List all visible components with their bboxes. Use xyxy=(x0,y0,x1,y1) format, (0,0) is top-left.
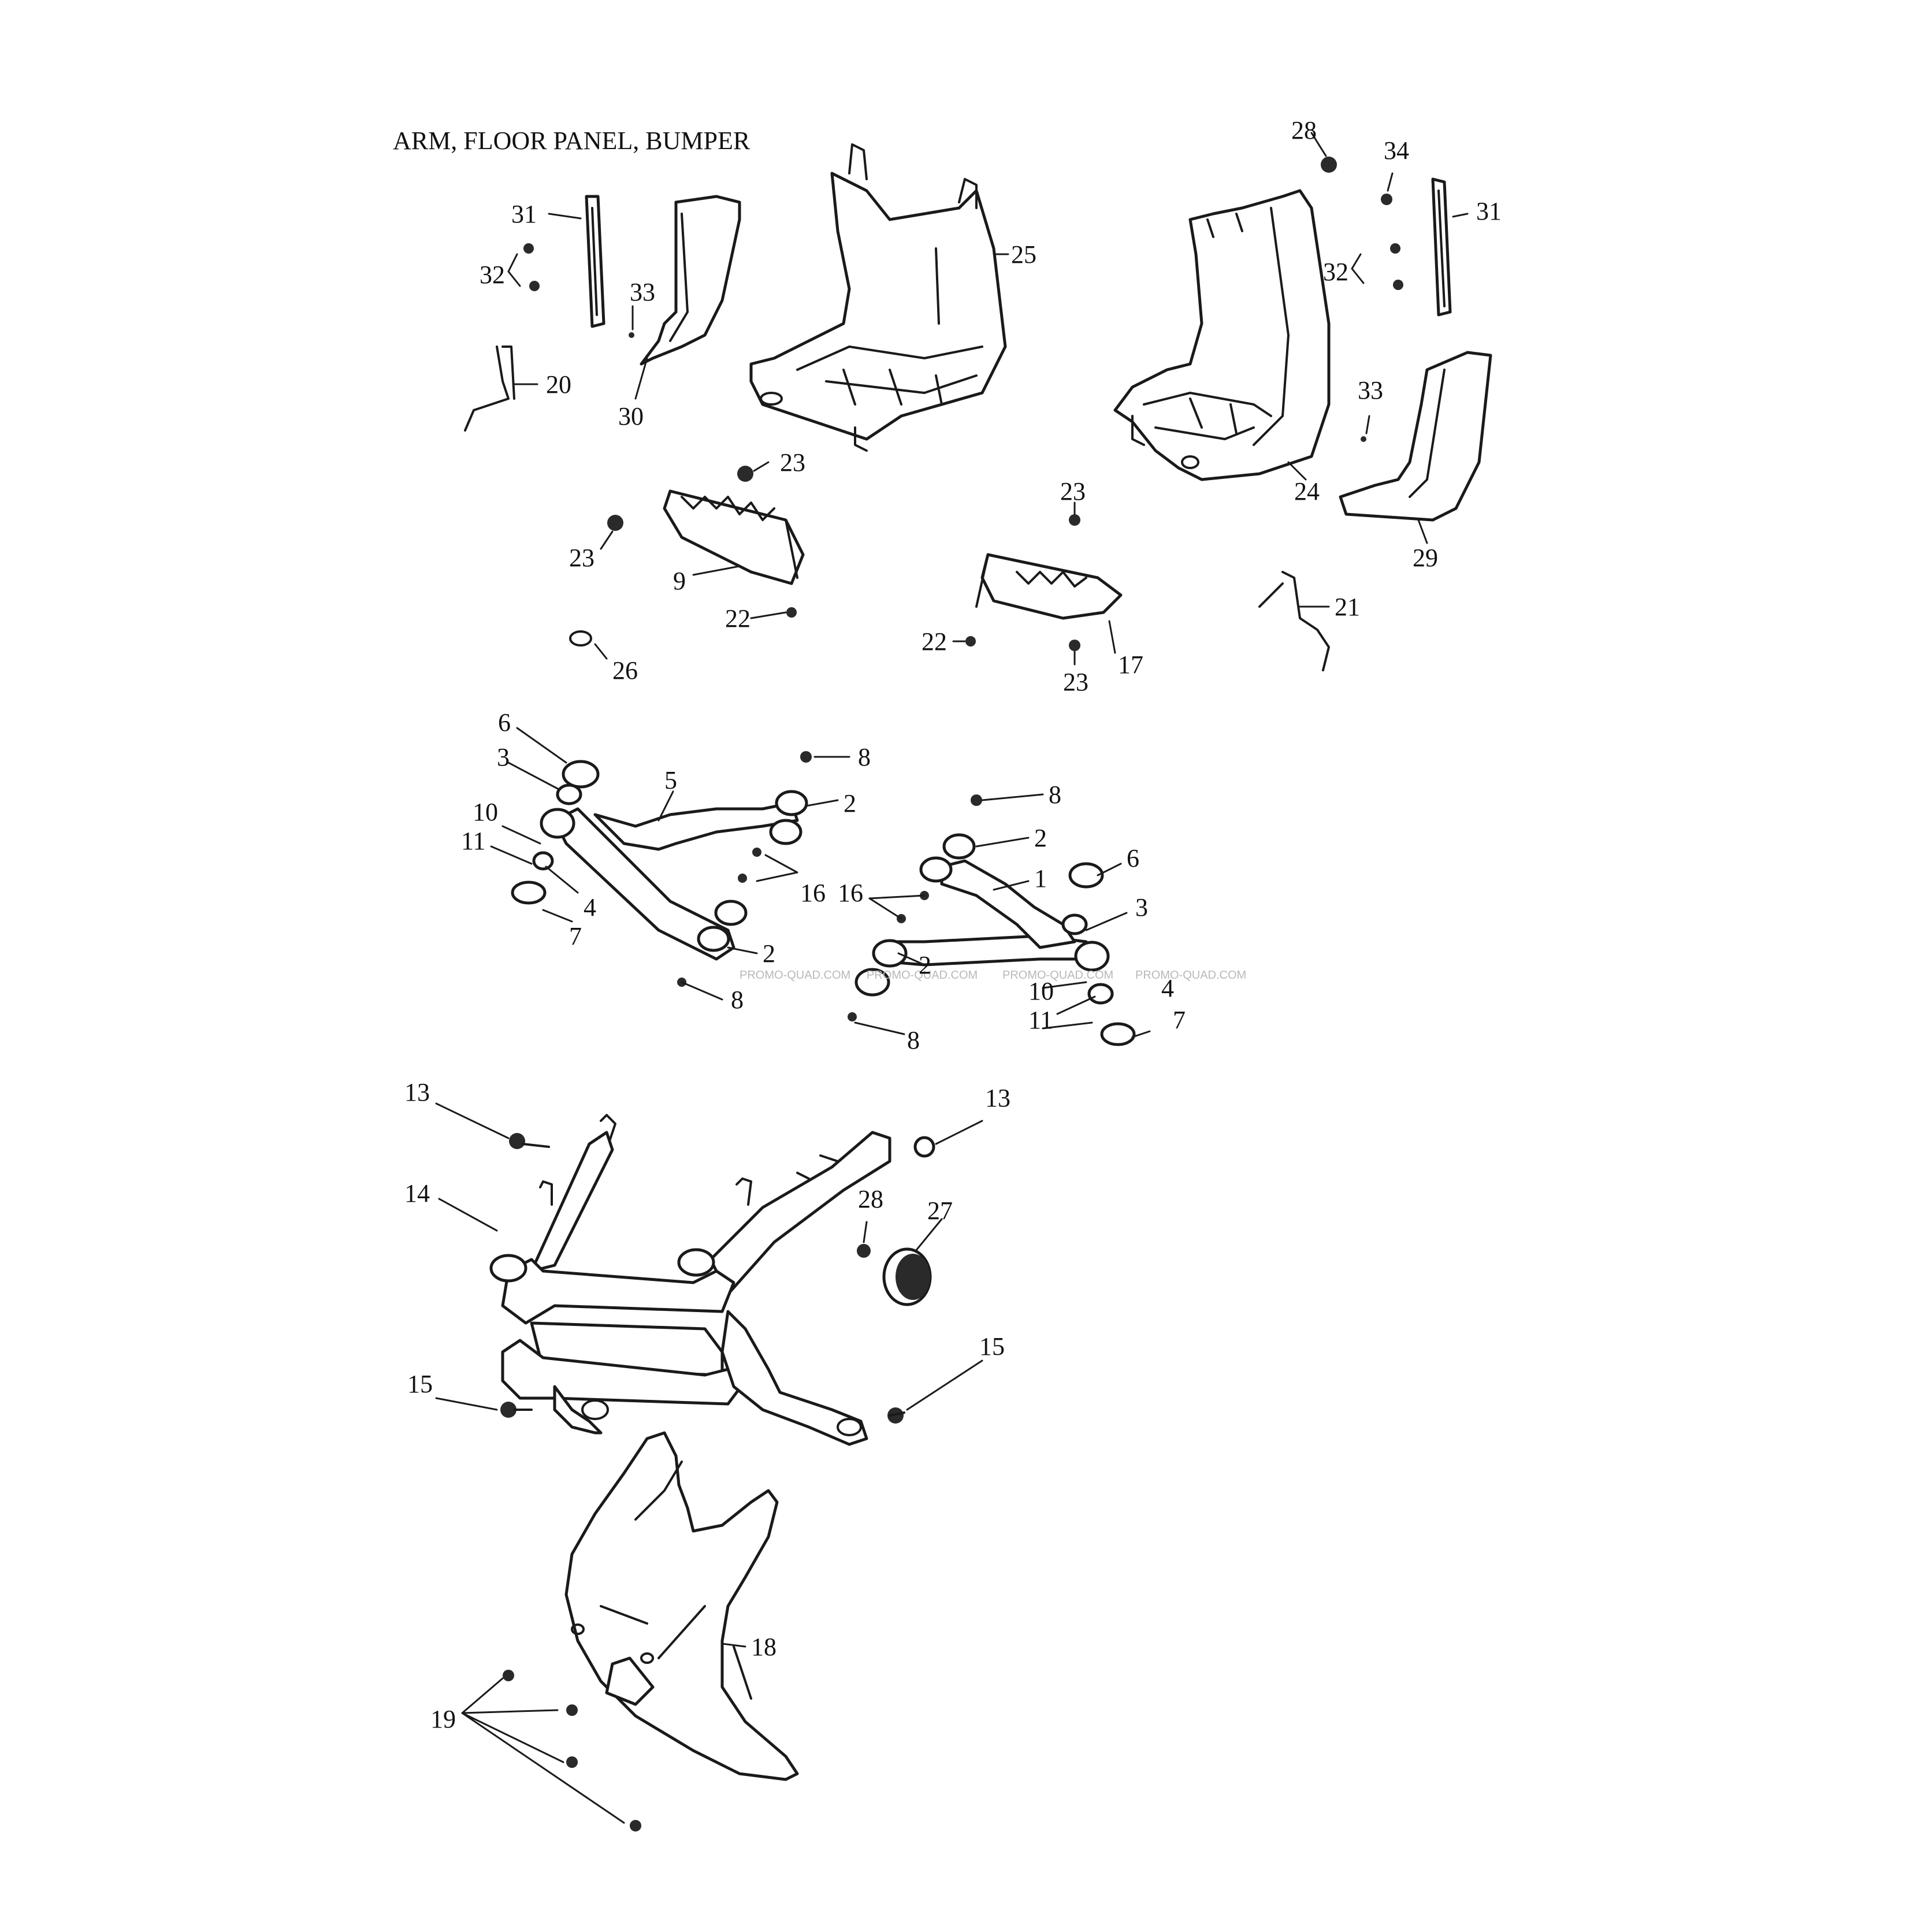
label-1: 1 xyxy=(1034,864,1047,893)
lower-fasteners xyxy=(500,1133,935,1831)
label-23-c: 23 xyxy=(1060,477,1086,506)
watermark-1: PROMO-QUAD.COM xyxy=(740,969,850,982)
label-2-d: 2 xyxy=(919,951,931,979)
label-11-right: 11 xyxy=(1028,1006,1053,1034)
leader-lines-middle xyxy=(490,727,1151,1038)
label-31-left: 31 xyxy=(511,200,537,228)
label-14: 14 xyxy=(404,1179,430,1208)
label-17: 17 xyxy=(1118,651,1143,679)
label-13-right: 13 xyxy=(985,1084,1010,1112)
label-31-right: 31 xyxy=(1476,197,1502,225)
label-7-left: 7 xyxy=(569,922,582,950)
label-9: 9 xyxy=(673,567,686,595)
mud-flap-left-part-30 xyxy=(640,195,741,366)
trim-strip-right-part-31 xyxy=(1431,177,1452,317)
label-4-left: 4 xyxy=(584,893,596,922)
label-11-left: 11 xyxy=(461,827,485,855)
floor-panel-right-part-24 xyxy=(1113,189,1331,481)
label-16-left: 16 xyxy=(800,879,826,907)
footrest-left-part-9 xyxy=(663,489,805,585)
label-32-right: 32 xyxy=(1323,258,1348,286)
label-15-right: 15 xyxy=(979,1332,1005,1361)
leader-lines-upper xyxy=(507,132,1469,666)
label-23-b: 23 xyxy=(569,544,595,572)
label-6-right: 6 xyxy=(1127,844,1139,872)
label-23-a: 23 xyxy=(780,448,805,477)
label-2-a: 2 xyxy=(844,789,856,818)
label-8-c: 8 xyxy=(1049,781,1061,809)
label-10-left: 10 xyxy=(473,798,498,826)
label-2-c: 2 xyxy=(1034,824,1047,852)
label-24: 24 xyxy=(1294,477,1320,506)
label-19: 19 xyxy=(430,1705,456,1733)
floor-panel-left-part-25 xyxy=(749,143,1007,452)
watermark-2: PROMO-QUAD.COM xyxy=(867,969,978,982)
label-15-left: 15 xyxy=(407,1370,433,1398)
label-33-left: 33 xyxy=(630,278,655,306)
a-arm-left-part-5 xyxy=(511,751,812,987)
bumper-guard-part-18 xyxy=(564,1431,799,1781)
label-18: 18 xyxy=(751,1633,776,1661)
a-arm-right-part-1 xyxy=(848,794,1136,1046)
label-27: 27 xyxy=(927,1197,953,1225)
leader-lines-lower xyxy=(435,1102,983,1824)
label-3-left: 3 xyxy=(497,743,510,771)
label-28-top: 28 xyxy=(1291,116,1317,144)
label-33-right: 33 xyxy=(1358,376,1383,404)
label-34: 34 xyxy=(1384,136,1409,165)
bracket-left-part-20 xyxy=(464,345,515,432)
label-13-left: 13 xyxy=(404,1078,430,1106)
label-8-b: 8 xyxy=(731,986,744,1014)
watermark-4: PROMO-QUAD.COM xyxy=(1135,969,1246,982)
footrest-right-part-17 xyxy=(975,553,1123,620)
watermark-3: PROMO-QUAD.COM xyxy=(1002,969,1113,982)
label-30: 30 xyxy=(618,402,644,430)
label-22-a: 22 xyxy=(725,604,750,633)
label-3-right: 3 xyxy=(1135,893,1148,922)
label-10-right: 10 xyxy=(1028,977,1054,1005)
mud-flap-right-part-29 xyxy=(1339,351,1492,522)
label-21: 21 xyxy=(1335,593,1360,621)
trim-strip-left-part-31 xyxy=(585,195,605,328)
part-number-callouts: 31 32 33 20 30 25 28 34 31 32 33 24 29 2… xyxy=(404,116,1502,1733)
label-16-right: 16 xyxy=(838,879,863,907)
label-28-bottom: 28 xyxy=(858,1185,883,1213)
label-8-d: 8 xyxy=(907,1026,920,1054)
label-23-d: 23 xyxy=(1063,668,1088,696)
label-6-left: 6 xyxy=(498,708,511,737)
label-8-a: 8 xyxy=(858,743,871,771)
label-25: 25 xyxy=(1011,240,1036,269)
label-29: 29 xyxy=(1413,544,1438,572)
label-5: 5 xyxy=(664,766,677,794)
label-4-right: 4 xyxy=(1161,974,1174,1002)
fastener-bolts xyxy=(523,157,1403,651)
bumper-frame-part-14 xyxy=(489,1114,891,1446)
label-2-b: 2 xyxy=(763,939,775,968)
diagram-title: ARM, FLOOR PANEL, BUMPER xyxy=(393,127,750,155)
bracket-right-part-21 xyxy=(1258,571,1330,671)
label-20: 20 xyxy=(546,370,571,399)
label-26: 26 xyxy=(612,656,638,685)
label-7-right: 7 xyxy=(1173,1006,1186,1034)
label-22-b: 22 xyxy=(922,627,947,656)
label-32-left: 32 xyxy=(480,261,505,289)
